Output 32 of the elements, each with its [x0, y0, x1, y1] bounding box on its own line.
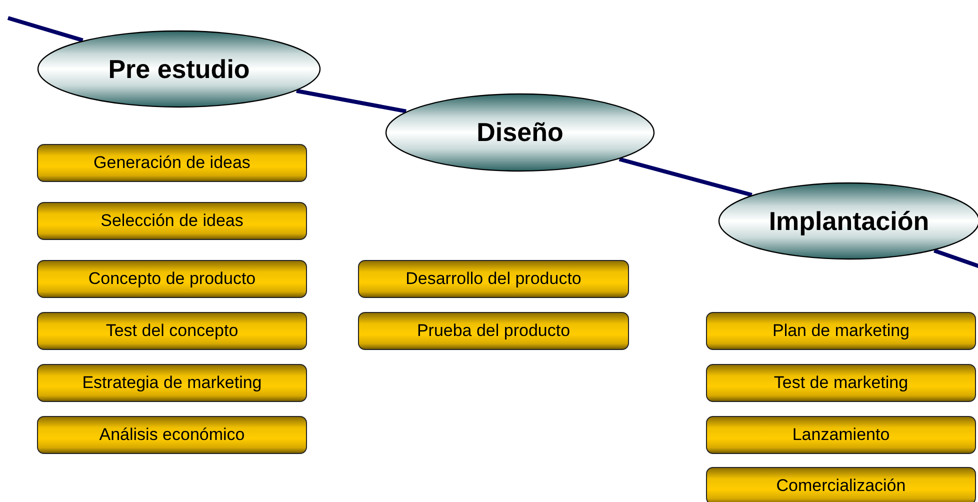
step-label: Plan de marketing — [772, 321, 910, 341]
connector-line — [618, 157, 752, 197]
step-label: Selección de ideas — [100, 211, 244, 231]
phase-title: Pre estudio — [108, 54, 250, 84]
step-label: Análisis económico — [99, 425, 245, 445]
step-box — [37, 260, 307, 298]
phase-title: Diseño — [476, 117, 564, 148]
phase-title: Implantación — [768, 206, 930, 236]
step-box — [706, 364, 976, 402]
step-label: Test del concepto — [106, 321, 238, 341]
step-box — [358, 312, 629, 350]
step-label: Generación de ideas — [94, 153, 250, 173]
step-label: Prueba del producto — [416, 321, 570, 341]
step-label: Estrategia de marketing — [82, 373, 262, 393]
step-label: Comercialización — [776, 476, 906, 496]
step-box — [706, 416, 976, 454]
step-label: Lanzamiento — [792, 425, 890, 445]
step-label: Concepto de producto — [88, 269, 256, 289]
step-box — [37, 202, 307, 240]
step-box — [706, 312, 976, 350]
phase-ellipse — [385, 93, 655, 172]
step-label: Test de marketing — [774, 373, 908, 393]
step-box — [37, 144, 307, 182]
step-box — [37, 364, 307, 402]
step-box — [706, 467, 976, 502]
step-box — [37, 312, 307, 350]
phase-ellipse — [37, 30, 321, 108]
connector-line — [296, 88, 406, 114]
step-box — [358, 260, 629, 298]
step-box — [37, 416, 307, 454]
connector-line — [7, 16, 84, 42]
step-label: Desarrollo del producto — [406, 269, 582, 289]
